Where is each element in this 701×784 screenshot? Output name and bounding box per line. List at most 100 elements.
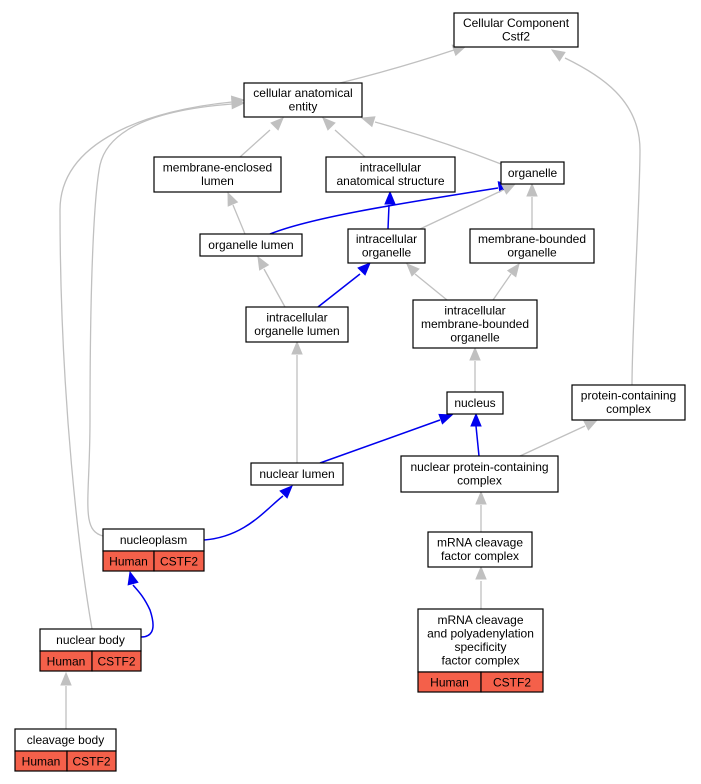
edge-intracellular_anatomical_structure-to-cellular_anatomical_entity: [322, 117, 366, 158]
node-label: organelle: [450, 330, 500, 344]
node-box: [400, 455, 559, 493]
node-label: organelle lumen: [208, 238, 293, 252]
edge-line: [319, 419, 441, 464]
edge-membrane_bounded_organelle-to-organelle: [526, 182, 538, 229]
edge-nuclear_lumen-to-intracellular_organelle_lumen: [291, 340, 303, 463]
node-box: [427, 531, 533, 568]
edge-membrane_enclosed_lumen-to-cellular_anatomical_entity: [239, 117, 284, 158]
edge-line: [239, 129, 271, 158]
arrowhead-icon: [475, 565, 487, 580]
node-label: membrane-bounded: [478, 232, 586, 246]
node-box: [446, 391, 504, 415]
edge-line: [59, 101, 233, 630]
edge-intracellular_organelle_lumen-to-intracellular_organelle: [317, 262, 371, 308]
node-box: [243, 82, 363, 118]
arrowhead-icon: [438, 413, 454, 425]
node-label: intracellular: [444, 303, 505, 317]
node-box: [153, 156, 282, 193]
edge-mrna_cleavage_factor_complex-to-nuclear_protein_containing_complex: [475, 490, 487, 532]
node-label: complex: [457, 474, 502, 488]
node-label: organelle: [507, 246, 557, 260]
arrowhead-icon: [475, 490, 487, 505]
node-label: nuclear protein-containing: [410, 460, 548, 474]
node-label: nuclear lumen: [259, 467, 334, 481]
edge-line: [374, 121, 502, 165]
node-label: complex: [606, 402, 651, 416]
node-box: [250, 462, 344, 486]
arrowhead-icon: [357, 262, 371, 276]
node-label: cellular anatomical: [253, 86, 352, 100]
gene-label: CSTF2: [97, 655, 135, 669]
node-box: [325, 156, 456, 193]
arrowhead-icon: [583, 419, 599, 431]
edge-line: [87, 103, 233, 537]
node-label: factor complex: [441, 549, 519, 563]
node-nuclear-lumen[interactable]: nuclear lumen: [250, 462, 344, 486]
node-label: intracellular: [356, 232, 417, 246]
node-label: mRNA cleavage: [437, 536, 523, 550]
edge-intracellular_organelle-to-intracellular_anatomical_structure: [384, 190, 396, 230]
edge-line: [564, 57, 641, 386]
edge-intracellular_membrane_bounded_organelle-to-intracellular_organelle: [406, 263, 448, 301]
node-box: [453, 12, 579, 48]
edge-protein_containing_complex-to-cc_cstf2: [550, 49, 641, 386]
edge-organelle_lumen-to-membrane_enclosed_lumen: [227, 191, 246, 235]
arrowhead-icon: [360, 116, 376, 128]
node-label: cleavage body: [27, 733, 104, 747]
node-organelle-lumen[interactable]: organelle lumen: [199, 233, 303, 257]
arrowhead-icon: [257, 255, 270, 271]
edge-intracellular_organelle_lumen-to-organelle_lumen: [257, 255, 286, 308]
node-label: and polyadenylation: [427, 627, 534, 641]
gene-label: CSTF2: [72, 755, 110, 769]
node-organelle[interactable]: organelle: [500, 161, 565, 185]
arrowhead-icon: [384, 190, 396, 205]
gene-cell: [91, 650, 142, 672]
edge-cleavage_body-to-nuclear_body: [60, 671, 72, 729]
node-box: [245, 306, 349, 343]
arrowhead-icon: [526, 182, 538, 197]
node-label: nucleus: [454, 396, 495, 410]
node-label: nucleoplasm: [120, 533, 187, 547]
species-label: Human: [430, 676, 469, 690]
edge-line: [339, 49, 455, 84]
node-label: nuclear body: [56, 633, 125, 647]
edge-mrna_cleavage_polyadenylation_complex-to-mrna_cleavage_factor_complex: [475, 565, 487, 609]
edge-nuclear_body-to-cellular_anatomical_entity: [59, 95, 246, 630]
arrowhead-icon: [406, 263, 420, 277]
node-nucleus[interactable]: nucleus: [446, 391, 504, 415]
arrowhead-icon: [230, 95, 246, 107]
arrowhead-icon: [60, 671, 72, 686]
edge-line: [519, 425, 586, 457]
arrowhead-icon: [127, 570, 139, 586]
node-label: membrane-bounded: [421, 317, 529, 331]
edge-nucleoplasm-to-nuclear_lumen: [203, 485, 293, 541]
node-label: mRNA cleavage: [437, 613, 523, 627]
node-label: intracellular: [360, 161, 421, 175]
edge-nuclear_protein_containing_complex-to-protein_containing_complex: [519, 419, 599, 457]
arrowhead-icon: [469, 346, 481, 361]
node-label: intracellular: [266, 311, 327, 325]
node-box: [199, 233, 303, 257]
edges-layer: [59, 44, 641, 729]
node-box: [412, 299, 538, 349]
edge-nucleus-to-intracellular_membrane_bounded_organelle: [469, 346, 481, 392]
species-label: Human: [47, 655, 86, 669]
node-box: [571, 384, 686, 421]
node-label: organelle: [508, 166, 558, 180]
